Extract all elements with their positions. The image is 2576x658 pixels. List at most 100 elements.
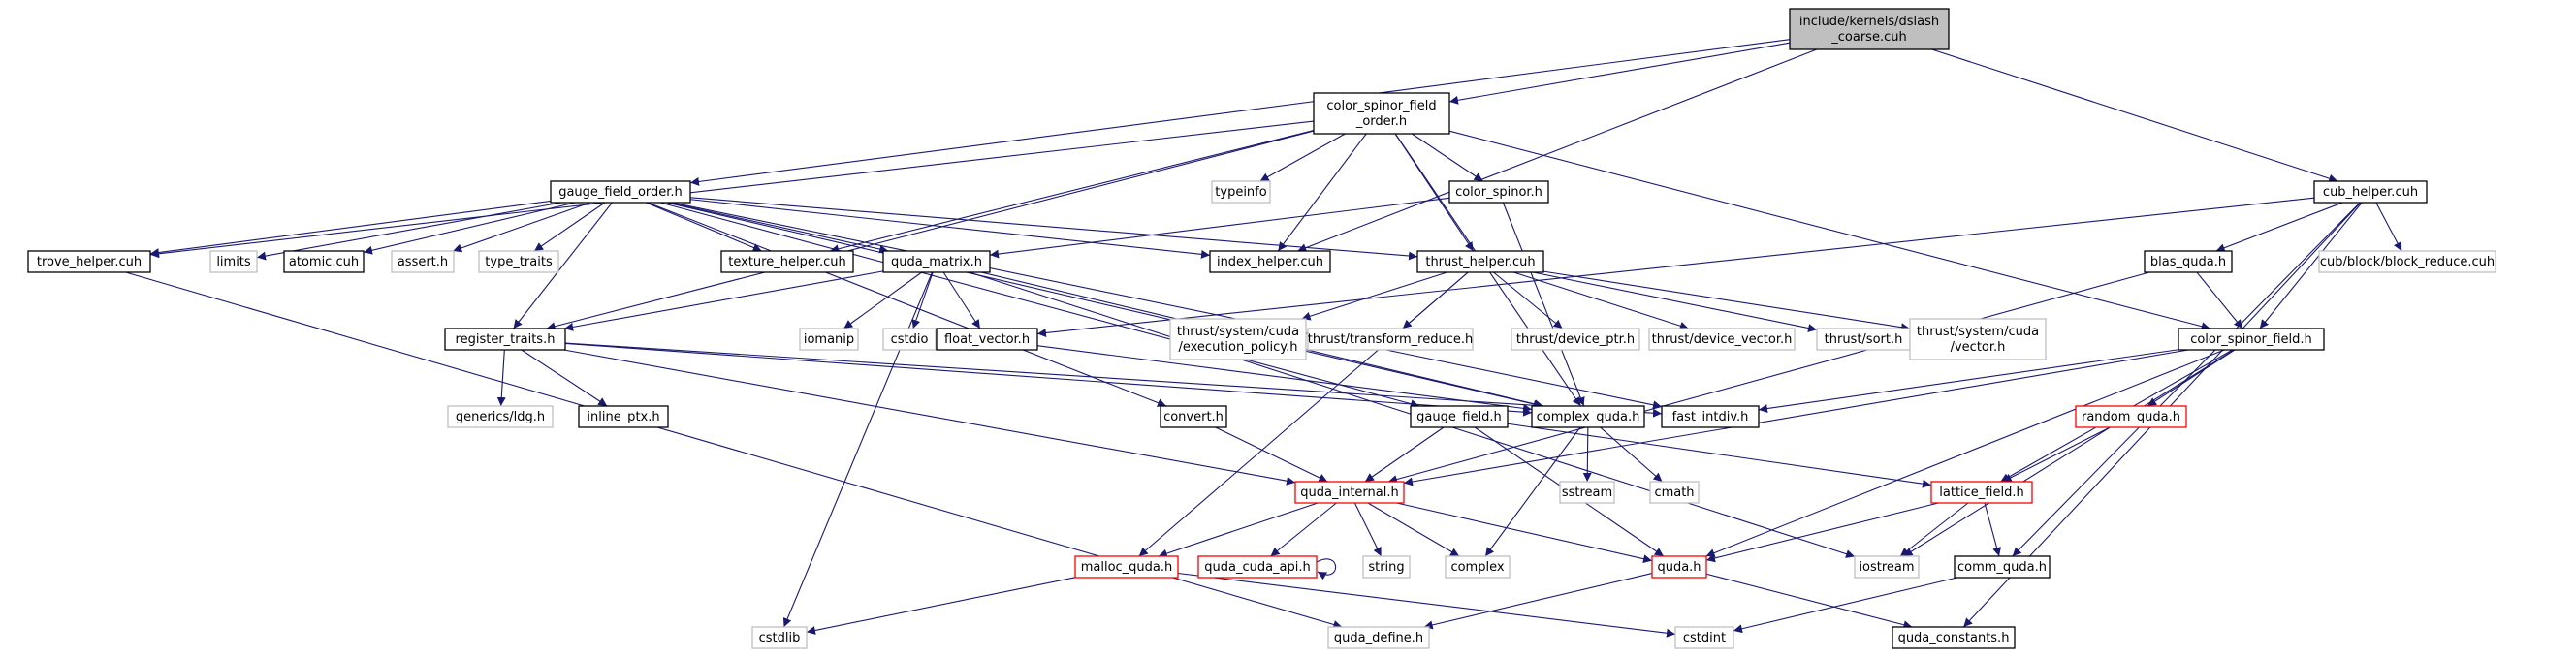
node-box xyxy=(1327,626,1430,649)
node-box xyxy=(1559,481,1615,504)
edge-blas_quda-to-quda_internal xyxy=(1387,271,2150,484)
node-sstream[interactable]: sstream xyxy=(1559,481,1615,504)
edge-gauge_field_order-to-fast_intdiv xyxy=(672,202,1663,410)
node-malloc-quda[interactable]: malloc_quda.h xyxy=(1074,555,1179,579)
node-register-traits[interactable]: register_traits.h xyxy=(444,328,566,351)
node-texture-helper[interactable]: texture_helper.cuh xyxy=(720,250,854,273)
node-blas-quda[interactable]: blas_quda.h xyxy=(2144,250,2233,273)
node-string[interactable]: string xyxy=(1362,555,1411,579)
node-typeinfo[interactable]: typeinfo xyxy=(1211,180,1271,204)
edge-gauge_field-to-lattice_field xyxy=(1507,423,1932,488)
node-box xyxy=(478,250,559,273)
node-label: color_spinor_field xyxy=(1326,99,1436,113)
node-thrust-cuda-vector[interactable]: thrust/system/cuda/vector.h xyxy=(1909,318,2047,360)
edge-color_spinor_field_order-to-trove_helper xyxy=(149,120,1315,259)
node-thrust-transform-reduce[interactable]: thrust/transform_reduce.h xyxy=(1307,328,1474,351)
node-box xyxy=(882,328,937,351)
node-cub-helper[interactable]: cub_helper.cuh xyxy=(2313,180,2428,204)
node-box xyxy=(882,250,991,273)
node-label: color_spinor.h xyxy=(1455,185,1542,200)
node-quda-matrix[interactable]: quda_matrix.h xyxy=(882,250,991,273)
edge-color_spinor_field_order-to-texture_helper xyxy=(829,129,1315,254)
node-limits[interactable]: limits xyxy=(209,250,258,273)
edge-cub_helper-to-blas_quda xyxy=(2215,202,2343,252)
node-atomic[interactable]: atomic.cuh xyxy=(283,250,365,273)
node-label: assert.h xyxy=(398,255,448,269)
node-quda[interactable]: quda.h xyxy=(1651,555,1707,579)
node-label: index_helper.cuh xyxy=(1217,255,1323,269)
edge-gauge_field_order-to-trove_helper xyxy=(149,200,552,258)
edge-lattice_field-to-iostream xyxy=(1899,502,1969,557)
node-cstdio[interactable]: cstdio xyxy=(882,328,937,351)
node-box xyxy=(391,250,455,273)
node-box xyxy=(751,626,808,649)
node-box xyxy=(1313,92,1450,135)
node-label: register_traits.h xyxy=(456,332,556,347)
node-box xyxy=(1531,405,1645,428)
node-label: thrust/device_vector.h xyxy=(1652,332,1793,347)
node-thrust-device-vector[interactable]: thrust/device_vector.h xyxy=(1648,328,1796,351)
node-box xyxy=(936,328,1038,351)
node-gauge-field-order[interactable]: gauge_field_order.h xyxy=(550,180,691,204)
node-thrust-helper[interactable]: thrust_helper.cuh xyxy=(1416,250,1544,273)
node-inline-ptx[interactable]: inline_ptx.h xyxy=(578,405,669,428)
node-gauge-field[interactable]: gauge_field.h xyxy=(1410,405,1509,428)
node-root[interactable]: include/kernels/dslash_coarse.cuh xyxy=(1789,8,1950,50)
node-label: cmath xyxy=(1654,486,1694,500)
edge-gauge_field_order-to-index_helper xyxy=(689,199,1211,259)
edge-quda-to-quda_constants xyxy=(1705,573,1913,630)
node-fast-intdiv[interactable]: fast_intdiv.h xyxy=(1661,405,1760,428)
edge-quda_matrix-to-iomanip xyxy=(843,271,923,329)
edge-root-to-gauge_field_order xyxy=(689,39,1791,186)
node-lattice-field[interactable]: lattice_field.h xyxy=(1930,481,2033,504)
node-label: sstream xyxy=(1562,486,1612,500)
node-cstdint[interactable]: cstdint xyxy=(1674,626,1734,649)
node-color-spinor[interactable]: color_spinor.h xyxy=(1448,180,1549,204)
node-quda-internal[interactable]: quda_internal.h xyxy=(1294,481,1405,504)
node-iomanip[interactable]: iomanip xyxy=(799,328,859,351)
node-complex[interactable]: complex xyxy=(1445,555,1511,579)
node-thrust-sort[interactable]: thrust/sort.h xyxy=(1816,328,1911,351)
node-assert[interactable]: assert.h xyxy=(391,250,455,273)
node-color-spinor-field-order[interactable]: color_spinor_field_order.h xyxy=(1313,92,1450,135)
edge-complex_quda-to-complex xyxy=(1484,426,1581,557)
node-label: thrust/transform_reduce.h xyxy=(1308,332,1473,347)
node-label: iostream xyxy=(1859,560,1914,575)
edge-malloc_quda-to-cstdint xyxy=(1177,572,1676,638)
node-iostream[interactable]: iostream xyxy=(1854,555,1920,579)
node-box xyxy=(2144,250,2233,273)
node-cstdlib[interactable]: cstdlib xyxy=(751,626,808,649)
edge-root-to-index_helper xyxy=(1297,48,1818,252)
node-label: thrust/sort.h xyxy=(1825,332,1903,347)
node-thrust-exec-policy[interactable]: thrust/system/cuda/execution_policy.h xyxy=(1169,318,1307,360)
node-cmath[interactable]: cmath xyxy=(1649,481,1700,504)
edge-gauge_field_order-to-complex_quda xyxy=(666,202,1542,409)
node-quda-cuda-api[interactable]: quda_cuda_api.h xyxy=(1197,555,1318,579)
edge-thrust_helper-to-thrust_device_vector xyxy=(1513,271,1689,330)
node-index-helper[interactable]: index_helper.cuh xyxy=(1209,250,1331,273)
node-quda-constants[interactable]: quda_constants.h xyxy=(1892,626,2016,649)
node-label: thrust/device_ptr.h xyxy=(1516,332,1635,347)
node-random-quda[interactable]: random_quda.h xyxy=(2075,405,2187,428)
node-thrust-device-ptr[interactable]: thrust/device_ptr.h xyxy=(1511,328,1640,351)
edge-quda_internal-to-quda xyxy=(1396,502,1653,564)
edge-color_spinor_field_order-to-register_traits xyxy=(546,130,1315,331)
node-type-traits[interactable]: type_traits xyxy=(478,250,559,273)
node-label: gauge_field_order.h xyxy=(558,185,683,200)
node-quda-define[interactable]: quda_define.h xyxy=(1327,626,1430,649)
node-box xyxy=(578,405,669,428)
node-cub-block-reduce[interactable]: cub/block/block_reduce.cuh xyxy=(2318,250,2496,273)
node-comm-quda[interactable]: comm_quda.h xyxy=(1954,555,2051,579)
node-label: thrust/system/cuda xyxy=(1177,325,1299,339)
node-trove-helper[interactable]: trove_helper.cuh xyxy=(27,250,151,273)
node-color-spinor-field[interactable]: color_spinor_field.h xyxy=(2178,328,2325,351)
node-generics-ldg[interactable]: generics/ldg.h xyxy=(447,405,554,428)
node-label: cstdlib xyxy=(759,631,801,645)
node-float-vector[interactable]: float_vector.h xyxy=(936,328,1038,351)
node-complex-quda[interactable]: complex_quda.h xyxy=(1531,405,1645,428)
node-label: /execution_policy.h xyxy=(1178,340,1297,355)
node-convert[interactable]: convert.h xyxy=(1160,405,1227,428)
node-box xyxy=(283,250,365,273)
node-box xyxy=(2313,180,2428,204)
node-label: generics/ldg.h xyxy=(456,410,545,424)
